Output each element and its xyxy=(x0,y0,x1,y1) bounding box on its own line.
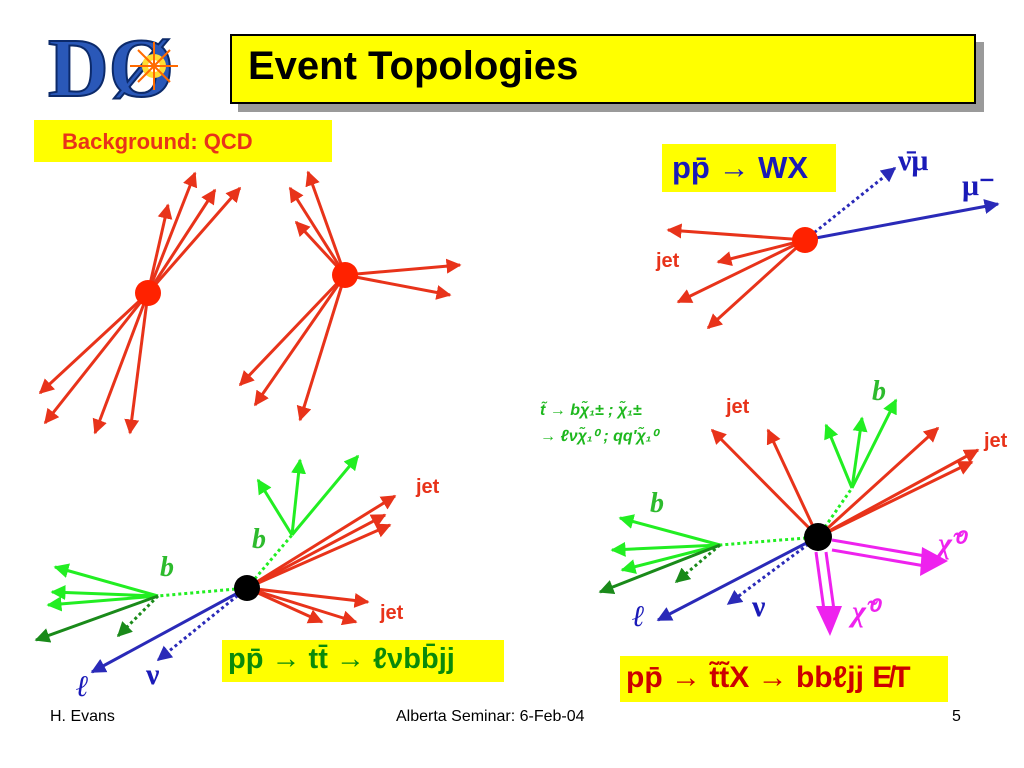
w-process-label: pp̄ → WX xyxy=(672,150,809,185)
stop-neutralino-label-right: χ̃⁰ xyxy=(938,527,964,560)
stop-neutralino-label-bottom: χ̃⁰ xyxy=(852,595,878,628)
stop-lepton-label: ℓ xyxy=(632,600,645,633)
stop-b-label-left: b xyxy=(650,488,664,519)
stop-jet-label-right: jet xyxy=(984,430,1008,452)
stop-decay-line-2: → ℓνχ̃₁⁰ ; qq′χ̃₁⁰ xyxy=(540,428,658,445)
ttbar-b-label-top: b xyxy=(252,524,266,555)
qcd-label: Background: QCD xyxy=(62,129,253,154)
ttbar-b-label-left: b xyxy=(160,552,174,583)
stop-process-label: pp̄ → t̃t̃X → bbℓjj E̸T xyxy=(626,661,911,694)
qcd-label-box: Background: QCD xyxy=(34,120,332,162)
stop-decay-line-1: t̃ → bχ̃₁± ; χ̃₁± xyxy=(540,402,642,419)
ttbar-process-label: pp̄ → tt̄ → ℓνbb̄jj xyxy=(228,643,455,675)
w-event xyxy=(666,166,1000,330)
qcd-event-1 xyxy=(38,171,242,435)
stop-neutrino-label: ν xyxy=(752,590,766,623)
footer-page-number: 5 xyxy=(952,708,961,725)
d0-logo: DØ xyxy=(47,24,178,108)
w-muon-label: μ⁻ xyxy=(962,169,995,202)
ttbar-jet-label-bottom: jet xyxy=(380,602,404,624)
qcd-event-2 xyxy=(238,170,462,422)
w-process-label-box: pp̄ → WX xyxy=(662,144,836,192)
ttbar-neutrino-label: ν xyxy=(146,658,160,691)
stop-decay-chain: t̃ → bχ̃₁± ; χ̃₁± → ℓνχ̃₁⁰ ; qq′χ̃₁⁰ xyxy=(540,398,720,450)
stop-process-label-box: pp̄ → t̃t̃X → bbℓjj E̸T xyxy=(620,656,948,702)
ttbar-event xyxy=(34,454,397,674)
title-box: Event Topologies xyxy=(230,34,976,104)
stop-jet-label-left: jet xyxy=(726,396,750,418)
footer-seminar: Alberta Seminar: 6-Feb-04 xyxy=(396,708,585,725)
w-muon-track xyxy=(804,199,1000,242)
stop-b-label-top: b xyxy=(872,376,886,407)
w-neutrino-track xyxy=(804,166,897,242)
w-jet-label: jet xyxy=(656,250,680,272)
ttbar-lepton-label: ℓ xyxy=(76,670,89,703)
ttbar-jet-label-top: jet xyxy=(416,476,440,498)
w-neutrino-label: ν̄μ xyxy=(898,144,929,177)
footer-author: H. Evans xyxy=(50,708,115,725)
page-title: Event Topologies xyxy=(248,44,579,88)
stop-event xyxy=(598,398,980,636)
ttbar-process-label-box: pp̄ → tt̄ → ℓνbb̄jj xyxy=(222,640,504,682)
